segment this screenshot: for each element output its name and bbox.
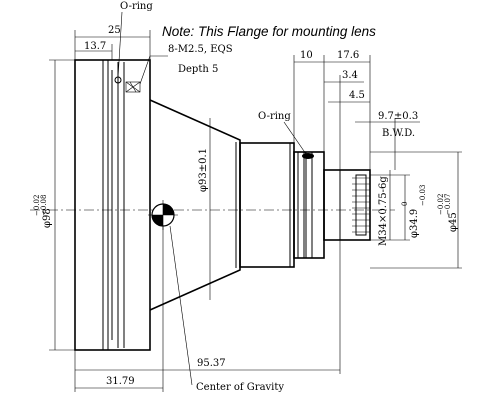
screw-spec: 8-M2.5, EQS xyxy=(168,44,233,55)
svg-text:φ34.9: φ34.9 xyxy=(409,209,420,238)
svg-text:0: 0 xyxy=(401,202,409,206)
dim-31-79: 31.79 xyxy=(75,226,164,392)
svg-text:31.79: 31.79 xyxy=(106,376,135,387)
svg-text:3.4: 3.4 xyxy=(342,70,358,81)
oring-top-callout: O-ring xyxy=(117,1,153,79)
dim-bwd: 9.7±0.3 B.W.D. xyxy=(355,111,420,170)
center-of-gravity-label: Center of Gravity xyxy=(196,382,284,393)
dim-95-37: 95.37 xyxy=(74,240,341,392)
dim-34-9: φ34.9 0 −0.03 xyxy=(370,174,427,241)
dim-93: φ93±0.1 xyxy=(198,118,211,300)
dim-25: 25 xyxy=(74,25,151,60)
svg-text:−0.02: −0.02 xyxy=(437,194,445,215)
svg-text:−0.08: −0.08 xyxy=(40,195,48,216)
svg-text:13.7: 13.7 xyxy=(84,41,106,52)
oring-mid-label: O-ring xyxy=(258,111,291,122)
dim-10: 10 xyxy=(293,50,325,152)
dim-13-7: 13.7 xyxy=(75,41,113,60)
dim-98: φ98 −0.02 −0.08 xyxy=(33,59,75,351)
bwd-value: 9.7±0.3 xyxy=(378,111,418,122)
svg-text:25: 25 xyxy=(108,25,121,36)
svg-text:−0.03: −0.03 xyxy=(419,185,427,206)
svg-text:95.37: 95.37 xyxy=(197,358,226,369)
svg-text:−0.07: −0.07 xyxy=(444,194,452,215)
mounting-note: Note: This Flange for mounting lens xyxy=(162,24,376,39)
oring-mid-seat xyxy=(302,153,314,159)
svg-text:φ45: φ45 xyxy=(448,212,459,232)
front-flange xyxy=(74,59,151,351)
bwd-label: B.W.D. xyxy=(382,128,415,139)
svg-text:4.5: 4.5 xyxy=(349,90,365,101)
svg-text:10: 10 xyxy=(300,50,313,61)
dim-17-6: 17.6 xyxy=(324,50,371,170)
screw-callout: 8-M2.5, EQS Depth 5 xyxy=(139,44,233,85)
svg-text:17.6: 17.6 xyxy=(337,50,359,61)
center-of-gravity-symbol xyxy=(148,200,178,230)
oring-top-label: O-ring xyxy=(120,1,153,12)
center-of-gravity-callout: Center of Gravity xyxy=(169,225,284,393)
dim-3-4: 3.4 xyxy=(324,70,364,170)
screw-depth: Depth 5 xyxy=(178,64,218,75)
dim-45: φ45 −0.02 −0.07 xyxy=(370,151,462,269)
svg-text:−0.02: −0.02 xyxy=(33,195,41,216)
oring-mid-callout: O-ring xyxy=(258,111,307,155)
lens-barrel-outline xyxy=(74,59,371,351)
svg-text:M34×0.75-6g: M34×0.75-6g xyxy=(378,176,389,246)
svg-text:φ93±0.1: φ93±0.1 xyxy=(198,148,209,192)
svg-text:φ98: φ98 xyxy=(42,208,53,228)
threaded-mount xyxy=(323,169,371,241)
rear-barrel xyxy=(239,142,295,268)
dim-4-5: 4.5 xyxy=(328,90,370,103)
dim-m34: M34×0.75-6g xyxy=(378,170,391,246)
